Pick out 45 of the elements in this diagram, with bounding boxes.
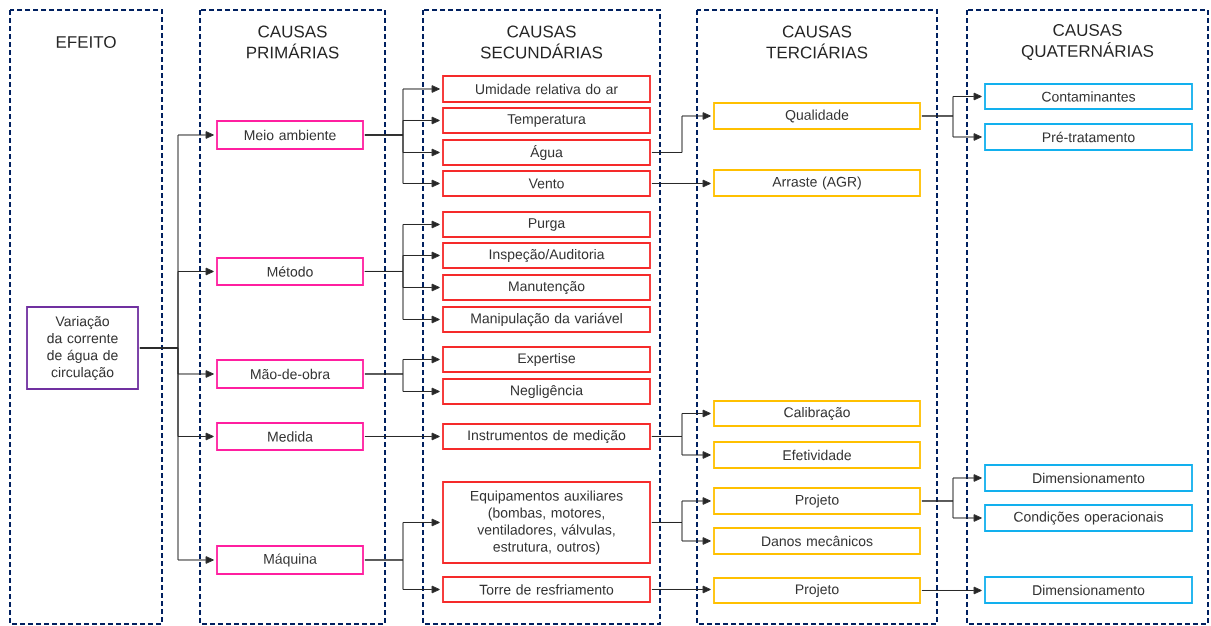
arrow <box>651 522 711 545</box>
cause-box: Arraste (AGR) <box>713 169 921 197</box>
cause-box: Calibração <box>713 400 921 427</box>
cause-box: Torre de resfriamento <box>442 576 651 603</box>
arrow <box>364 271 440 324</box>
arrow <box>364 559 440 594</box>
cause-box: Instrumentos de medição <box>442 423 651 450</box>
cause-box: Mão-de-obra <box>216 359 364 389</box>
cause-box: Inspeção/Auditoria <box>442 242 651 269</box>
cause-box: Manutenção <box>442 274 651 301</box>
cause-box: Umidade relativa do ar <box>442 75 651 103</box>
cause-box: Negligência <box>442 378 651 405</box>
cause-box: Meio ambiente <box>216 120 364 150</box>
arrow <box>921 115 982 141</box>
arrow <box>921 586 982 595</box>
arrow <box>651 179 711 188</box>
cause-box: Vento <box>442 170 651 197</box>
cause-box: Água <box>442 139 651 166</box>
cause-box: Manipulação da variável <box>442 306 651 333</box>
arrow <box>364 432 440 441</box>
arrow <box>364 134 440 188</box>
cause-box: Método <box>216 257 364 286</box>
arrow <box>139 347 214 564</box>
cause-box: Qualidade <box>713 102 921 130</box>
cause-box: Máquina <box>216 545 364 575</box>
cause-box: Projeto <box>713 487 921 515</box>
cause-box: Equipamentos auxiliares (bombas, motores, ventiladores, válvulas, estrutura, outros) <box>442 481 651 564</box>
cause-box: Pré-tratamento <box>984 123 1193 151</box>
cause-box: Contaminantes <box>984 83 1193 110</box>
cause-box: Projeto <box>713 577 921 604</box>
cause-box: Medida <box>216 422 364 451</box>
cause-box: Dimensionamento <box>984 576 1193 604</box>
cause-box: Dimensionamento <box>984 464 1193 492</box>
cause-box: Danos mecânicos <box>713 527 921 555</box>
arrow <box>651 112 711 153</box>
arrow <box>651 436 711 459</box>
cause-box: Purga <box>442 211 651 238</box>
cause-box: Efetividade <box>713 441 921 469</box>
cause-box: Condições operacionais <box>984 504 1193 532</box>
cause-box: Temperatura <box>442 107 651 134</box>
arrow <box>651 585 711 594</box>
cause-box: Variação da corrente de água de circulação <box>26 306 139 390</box>
arrow <box>364 373 440 396</box>
arrow <box>921 500 982 522</box>
cause-box: Expertise <box>442 346 651 373</box>
